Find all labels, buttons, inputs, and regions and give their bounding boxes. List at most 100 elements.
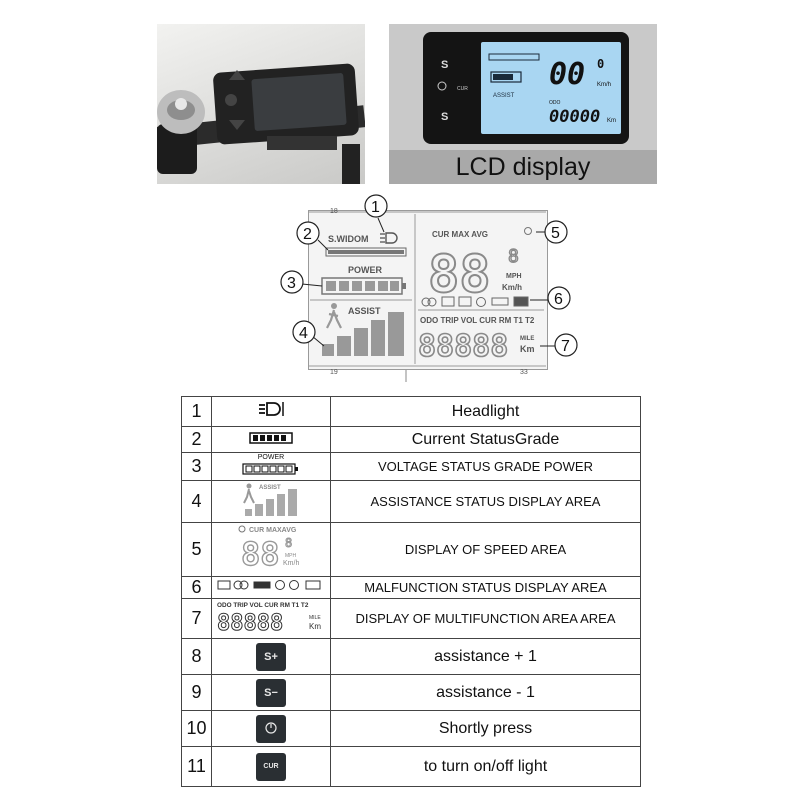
lcd-display-photo: S CUR S ASSIST 00 0 Km/h ODO 00000 Km LC… xyxy=(389,24,657,184)
headlight-icon xyxy=(259,402,284,416)
svg-text:3: 3 xyxy=(287,275,296,292)
status-grade-icon xyxy=(249,431,293,444)
power-bar-icon xyxy=(242,462,298,475)
diagram-power-battery xyxy=(321,277,406,295)
svg-text:88888: 88888 xyxy=(217,611,283,633)
s-minus-button-icon: S− xyxy=(256,678,286,707)
photo-speed-unit: Km/h xyxy=(597,82,611,88)
multifunction-header: ODO TRIP VOL CUR RM T1 T2 xyxy=(420,316,535,325)
callout-5: 5 xyxy=(536,220,568,244)
photo-s-plus-button: S xyxy=(441,59,448,71)
row-number: 1 xyxy=(181,396,212,427)
row-number: 7 xyxy=(181,598,212,639)
legend-row: 9 S− assistance - 1 xyxy=(181,674,641,711)
handlebar-photo-drawing xyxy=(157,63,365,184)
legend-row: 10 Shortly press xyxy=(181,710,641,747)
row-number: 8 xyxy=(181,638,212,675)
swidom-label: S.WIDOM xyxy=(328,234,369,244)
speed-header: CUR MAX AVG xyxy=(432,230,488,239)
row-number: 4 xyxy=(181,480,212,523)
row-description: DISPLAY OF MULTIFUNCTION AREA AREA xyxy=(330,598,641,639)
diagram-number-33: 33 xyxy=(520,369,528,376)
callout-1: 1 xyxy=(364,194,388,233)
multifunction-icon-label: ODO TRIP VOL CUR RM T1 T2 xyxy=(217,602,309,609)
svg-text:7: 7 xyxy=(561,338,570,355)
callout-6: 6 xyxy=(530,286,571,310)
multifunction-display-icon: ODO TRIP VOL CUR RM T1 T2 88888 MILE Km xyxy=(217,602,322,637)
callout-4: 4 xyxy=(292,320,325,347)
speed-icon-label: CUR MAXAVG xyxy=(249,527,297,534)
row-number: 3 xyxy=(181,452,212,481)
svg-text:4: 4 xyxy=(299,325,308,342)
row-description: DISPLAY OF SPEED AREA xyxy=(330,522,641,577)
svg-text:1: 1 xyxy=(371,199,380,216)
legend-row: 7 ODO TRIP VOL CUR RM T1 T2 88888 MILE K… xyxy=(181,598,641,639)
cur-button-icon: CUR xyxy=(256,752,286,781)
diagram-number-19: 19 xyxy=(330,369,338,376)
svg-text:Km: Km xyxy=(309,622,321,631)
segment-diagram: 18 19 33 S.WIDOM POWER ASSIST CUR xyxy=(280,194,578,382)
unit-mph: MPH xyxy=(506,273,522,280)
assist-label: ASSIST xyxy=(348,306,381,316)
row-number: 9 xyxy=(181,674,212,711)
row-number: 10 xyxy=(181,710,212,747)
diagram-headlight-icon xyxy=(380,232,398,244)
assist-bars-icon: ASSIST xyxy=(243,483,297,516)
row-description: Headlight xyxy=(330,396,641,427)
legend-row: 2 Current StatusGrade xyxy=(181,426,641,453)
multifunction-digits: 88888 xyxy=(418,329,508,364)
photo-odo-value: 00000 xyxy=(549,107,600,127)
callout-2: 2 xyxy=(296,221,329,251)
legend-row: 11 CUR to turn on/off light xyxy=(181,746,641,787)
callout-7: 7 xyxy=(540,333,578,357)
diagram-power-icon xyxy=(524,227,532,235)
power-button-icon xyxy=(256,714,286,743)
photo-speed-decimal: 0 xyxy=(597,57,604,71)
speed-digits: 88 xyxy=(428,245,491,305)
unit-mile: MILE xyxy=(520,336,534,342)
legend-row: 5 CUR MAXAVG 88 8 MPH Km/h DISPLAY OF SP… xyxy=(181,522,641,577)
photo-assist-label: ASSIST xyxy=(493,93,515,99)
callout-3: 3 xyxy=(280,270,323,294)
lcd-display-caption: LCD display xyxy=(389,150,657,184)
svg-text:MPH: MPH xyxy=(285,553,297,559)
photo-cur-button: CUR xyxy=(457,86,468,92)
diagram-assist-bars xyxy=(322,312,404,356)
speed-decimal-digit: 8 xyxy=(508,246,519,267)
row-description: assistance - 1 xyxy=(330,674,641,711)
legend-row: 6 MALFUNCTION STATUS DISPLAY AREA xyxy=(181,576,641,599)
svg-text:Km/h: Km/h xyxy=(283,560,299,567)
handlebar-photo xyxy=(157,24,365,184)
unit-kmh: Km/h xyxy=(502,283,522,292)
row-number: 11 xyxy=(181,746,212,787)
lcd-unit-drawing: S CUR S ASSIST 00 0 Km/h ODO 00000 Km xyxy=(423,32,629,144)
unit-km: Km xyxy=(520,344,535,354)
legend-row: 8 S+ assistance + 1 xyxy=(181,638,641,675)
diagram-malfunction-icons xyxy=(421,296,529,307)
row-description: ASSISTANCE STATUS DISPLAY AREA xyxy=(330,480,641,523)
legend-row: 4 ASSIST ASSISTANCE STATUS DISPLAY AREA xyxy=(181,480,641,523)
photo-speed-value: 00 xyxy=(549,57,585,92)
speed-display-icon: CUR MAXAVG 88 8 MPH Km/h xyxy=(238,525,299,574)
legend-row: 3 POWER VOLTAGE STATUS GRADE POWER xyxy=(181,452,641,481)
svg-text:MILE: MILE xyxy=(309,615,321,621)
photo-s-minus-button: S xyxy=(441,111,448,123)
assist-icon-label: ASSIST xyxy=(259,485,281,491)
diagram-walker-icon xyxy=(326,303,342,329)
row-description: MALFUNCTION STATUS DISPLAY AREA xyxy=(330,576,641,599)
diagram-number-18: 18 xyxy=(330,208,338,215)
power-bar-label: POWER xyxy=(257,453,285,461)
legend-table: 1 Headlight 2 Current StatusGrade 3 POWE… xyxy=(181,396,641,787)
row-number: 5 xyxy=(181,522,212,577)
row-number: 6 xyxy=(181,576,212,599)
legend-row: 1 Headlight xyxy=(181,396,641,427)
svg-text:6: 6 xyxy=(554,291,563,308)
power-label: POWER xyxy=(348,265,383,275)
photo-odo-label: ODO xyxy=(549,100,561,106)
malfunction-icons xyxy=(217,580,321,590)
s-plus-button-icon: S+ xyxy=(256,642,286,671)
photo-odo-unit: Km xyxy=(607,118,616,124)
row-description: Shortly press xyxy=(330,710,641,747)
row-number: 2 xyxy=(181,426,212,453)
row-description: assistance + 1 xyxy=(330,638,641,675)
